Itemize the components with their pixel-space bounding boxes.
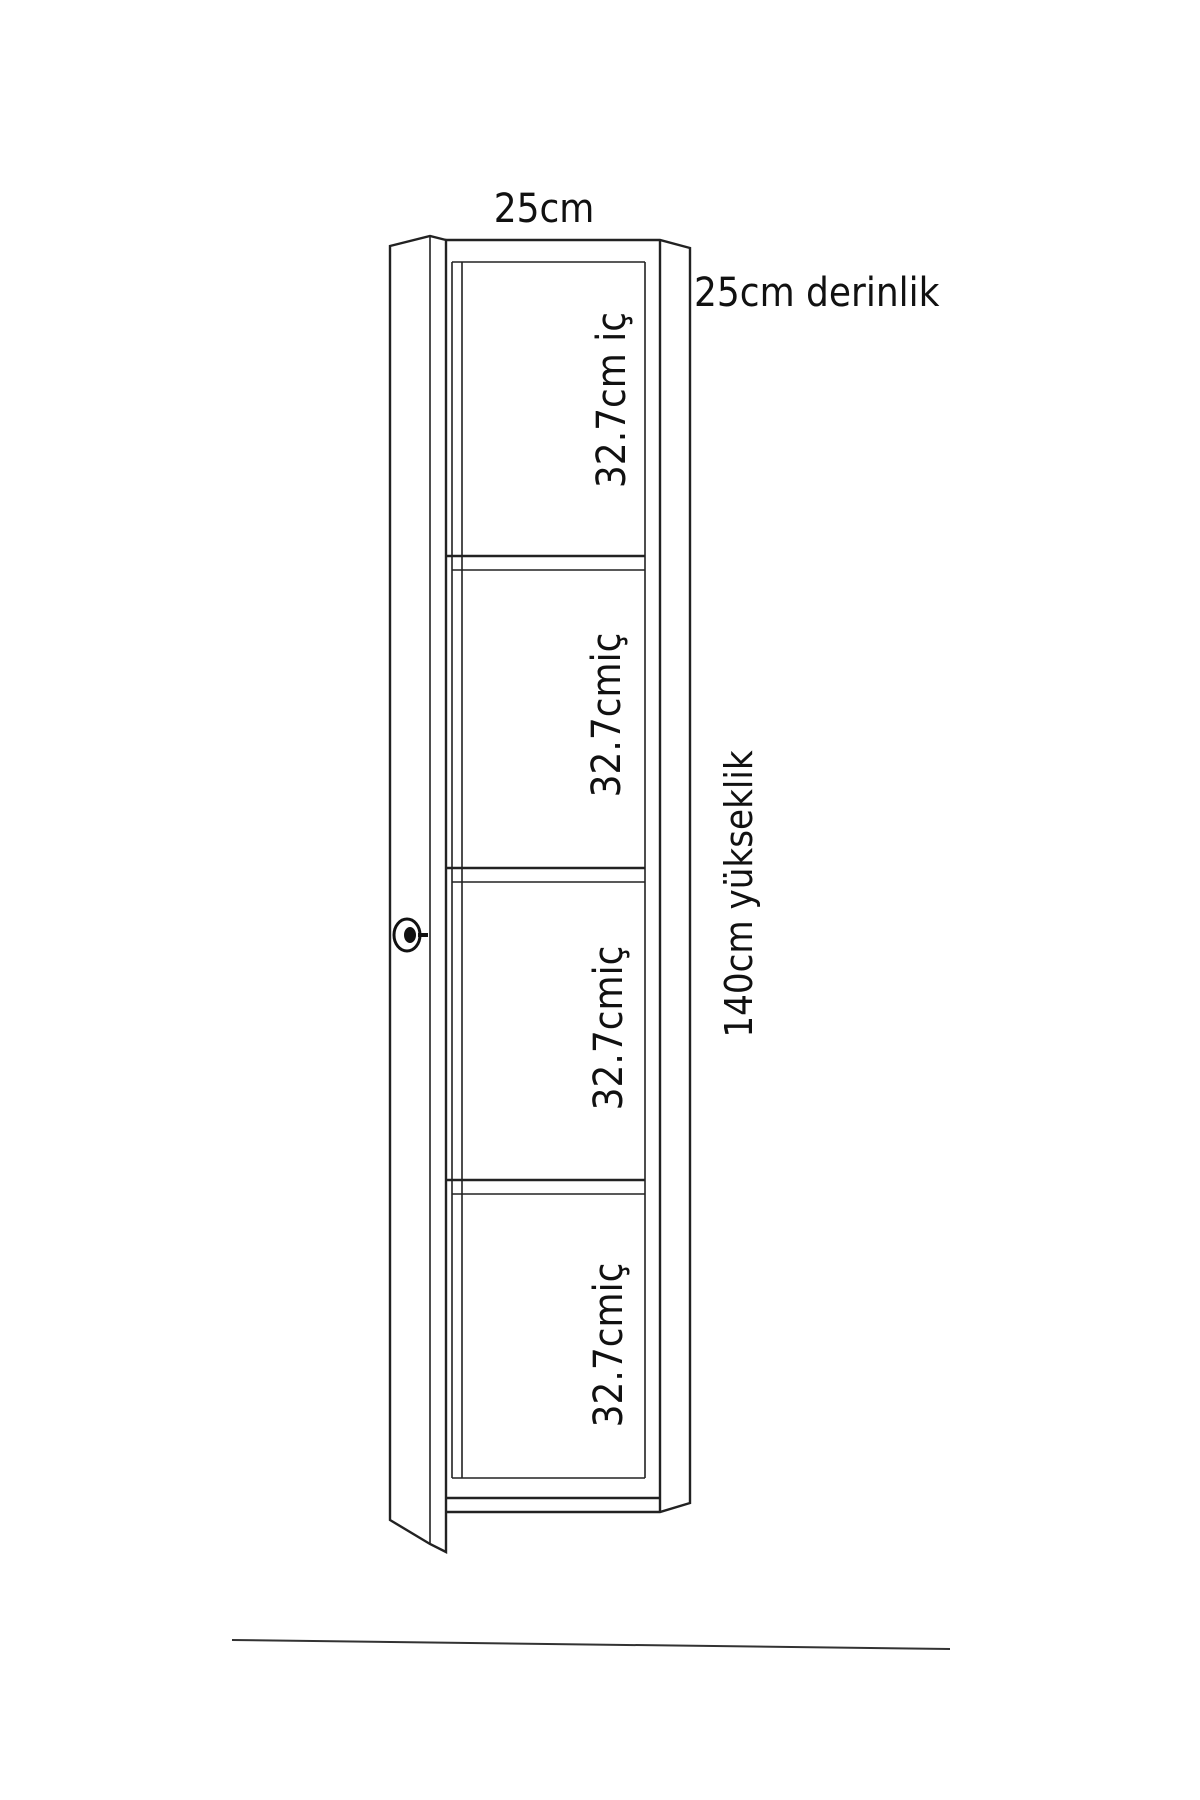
width-label: 25cm <box>494 186 595 232</box>
shelf-divider-3 <box>444 1178 645 1195</box>
shelf-2-height-label: 32.7cmiç <box>584 633 630 798</box>
height-label: 140cm yükseklik <box>717 750 761 1038</box>
shelf-3-height-label: 32.7cmiç <box>586 946 632 1111</box>
round-knob-icon <box>392 917 428 953</box>
shelf-1-height-label: 32.7cm iç <box>589 312 635 488</box>
shelf-divider-2 <box>444 866 645 883</box>
depth-label: 25cm derinlik <box>694 270 940 316</box>
cabinet-door <box>388 234 448 1554</box>
floor-line <box>231 1639 951 1650</box>
cabinet-body <box>442 238 692 1514</box>
shelf-4-height-label: 32.7cmiç <box>586 1263 632 1428</box>
shelf-divider-1 <box>444 554 645 571</box>
